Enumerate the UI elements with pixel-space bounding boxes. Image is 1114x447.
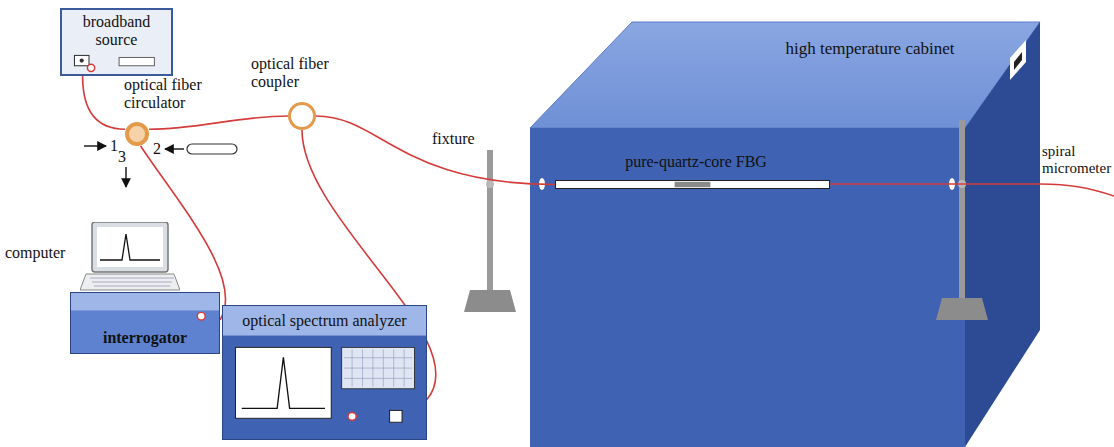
fixture-stand bbox=[464, 150, 516, 312]
drawing-part bbox=[487, 150, 493, 290]
grating bbox=[675, 182, 711, 187]
port-arrow bbox=[125, 167, 126, 187]
port-number: 3 bbox=[118, 148, 126, 166]
drawing-part bbox=[464, 290, 516, 312]
port-arrow bbox=[165, 148, 184, 149]
peak-trace bbox=[242, 357, 325, 408]
laptop: computer bbox=[80, 222, 180, 292]
circulator: optical fiber circulator bbox=[125, 122, 149, 146]
switch bbox=[74, 55, 89, 65]
drawing-part bbox=[1010, 40, 1026, 80]
optical-fiber bbox=[83, 76, 125, 129]
micrometer-stand bbox=[936, 120, 988, 320]
optical-fiber bbox=[830, 184, 1114, 196]
interrogator-box: interrogator bbox=[70, 292, 220, 354]
node-label: interrogator bbox=[103, 329, 187, 347]
cabinet-body bbox=[530, 22, 1040, 447]
keypad-grid bbox=[344, 357, 413, 358]
drawing-part bbox=[1014, 52, 1022, 70]
port-number: 2 bbox=[153, 140, 161, 158]
fbg-detail bbox=[556, 181, 829, 188]
keys bbox=[94, 286, 170, 287]
peak-trace bbox=[100, 234, 160, 260]
keyboard-base bbox=[80, 274, 180, 290]
keys bbox=[92, 282, 172, 283]
node-label: high temperature cabinet bbox=[760, 40, 980, 59]
screen bbox=[235, 347, 331, 418]
node-label: pure-quartz-core FBG bbox=[596, 153, 796, 171]
part-label: spiral micrometer bbox=[1042, 143, 1112, 176]
fbg-tube: pure-quartz-core FBG bbox=[555, 180, 830, 189]
drawing-part bbox=[936, 298, 988, 320]
keypad bbox=[342, 347, 415, 388]
case bbox=[223, 306, 426, 439]
connector bbox=[197, 312, 205, 320]
panel bbox=[119, 57, 154, 65]
node-label: optical fiber coupler bbox=[251, 55, 361, 90]
case bbox=[71, 293, 219, 353]
button bbox=[390, 410, 402, 422]
node-label: optical spectrum analyzer bbox=[223, 312, 426, 330]
port-arrow bbox=[84, 145, 106, 146]
coupler: optical fiber coupler bbox=[288, 102, 316, 130]
switch-dot bbox=[80, 59, 84, 63]
screen bbox=[97, 227, 163, 267]
source-box: broadband source bbox=[60, 8, 173, 76]
cabinet: high temperature cabinetpure-quartz-core… bbox=[530, 128, 965, 447]
keys bbox=[90, 278, 174, 279]
screen-frame bbox=[92, 222, 168, 272]
drawing-part bbox=[959, 120, 965, 298]
case-top bbox=[71, 293, 219, 310]
part-label: fixture bbox=[432, 130, 475, 148]
connector bbox=[87, 64, 94, 71]
laptop-detail bbox=[80, 222, 180, 292]
node-label: broadband source bbox=[62, 13, 171, 48]
node-label: optical fiber circulator bbox=[124, 76, 244, 111]
case-top bbox=[223, 306, 426, 336]
fiber-loop bbox=[187, 144, 237, 154]
node-label: computer bbox=[5, 244, 77, 262]
optical-fiber bbox=[316, 116, 555, 185]
drawing-part bbox=[486, 180, 494, 188]
connector bbox=[348, 412, 356, 420]
keypad-grid bbox=[344, 378, 413, 379]
optical-fiber bbox=[149, 116, 288, 129]
spectrum-analyzer: optical spectrum analyzer bbox=[222, 305, 427, 440]
drawing-part bbox=[530, 128, 965, 447]
port-number: 1 bbox=[110, 137, 118, 155]
drawing-part bbox=[530, 22, 1040, 128]
drawing-part bbox=[965, 22, 1040, 447]
keypad-grid bbox=[344, 368, 413, 369]
